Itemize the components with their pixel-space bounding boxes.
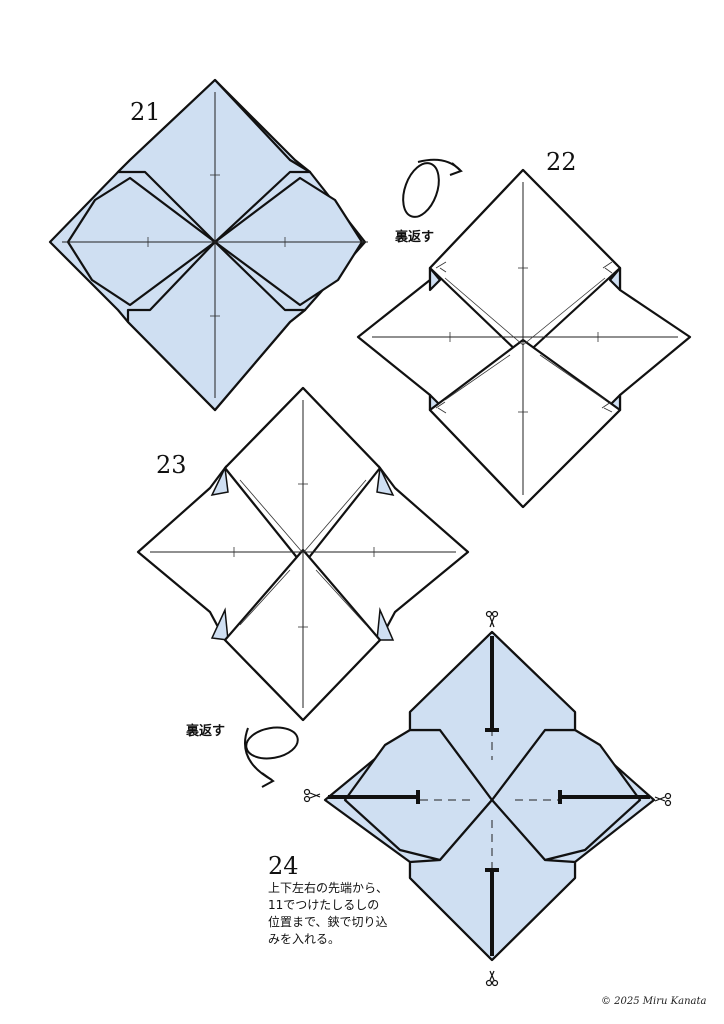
- step-22-number: 22: [546, 148, 577, 176]
- step-24-instruction: 上下左右の先端から、 11でつけたしるしの 位置まで、鋏で切り込 みを入れる。: [268, 881, 389, 946]
- turn-over-label: 裏返す: [186, 724, 226, 739]
- scissors-icon: [303, 788, 321, 803]
- copyright-notice: © 2025 Miru Kanata: [601, 996, 707, 1007]
- step-23-number: 23: [156, 451, 187, 479]
- scissors-icon: [654, 792, 672, 807]
- step-24-number: 24: [268, 852, 299, 880]
- step-23-model: [136, 386, 470, 722]
- step-21-model: [48, 78, 368, 412]
- step-24-model: [323, 630, 656, 962]
- step-21-number: 21: [130, 98, 161, 126]
- turn-over-label: 裏返す: [395, 230, 435, 245]
- step-22-model: [356, 168, 692, 509]
- turn-over-arrow-icon: [402, 158, 463, 218]
- scissors-icon: [485, 970, 499, 987]
- scissors-icon: [485, 610, 499, 628]
- turn-over-arrow-icon: [244, 726, 299, 788]
